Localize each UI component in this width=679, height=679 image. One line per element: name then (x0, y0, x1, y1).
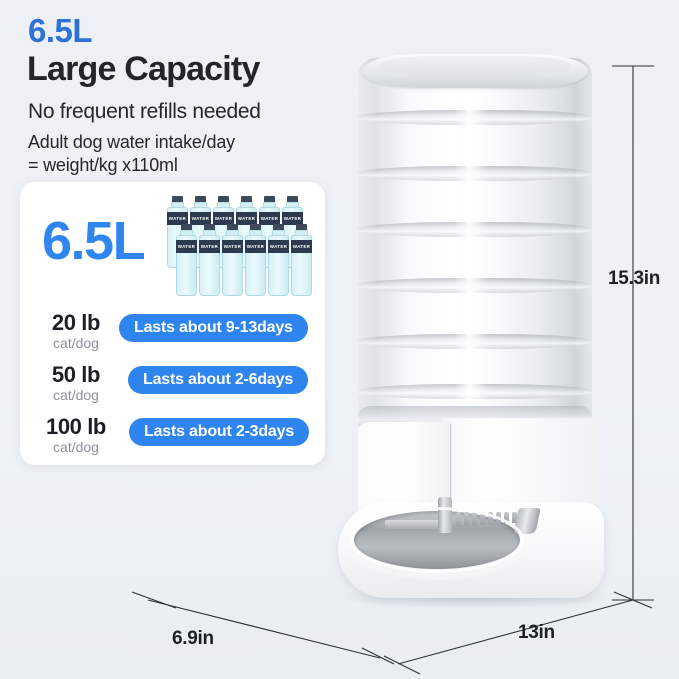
duration-badge: Lasts about 2-3days (129, 418, 310, 446)
capacity-row: 100 lb cat/dog Lasts about 2-3days (20, 414, 325, 466)
bottle-cap (287, 196, 298, 203)
bottle-label: WATER (259, 212, 280, 225)
dimension-width-label: 6.9in (172, 628, 214, 649)
bottle-label: WATER (245, 240, 266, 253)
pet-weight-label: 100 lb (46, 414, 106, 439)
bottle-label: WATER (268, 240, 289, 253)
bottle-cap (264, 196, 275, 203)
bottle-label: WATER (213, 212, 234, 225)
water-bottle-icon: WATER (222, 224, 243, 296)
tank-top-inner (380, 56, 570, 76)
water-reservoir-tank (356, 54, 594, 434)
bottle-label: WATER (291, 240, 312, 253)
bottle-label: WATER (176, 240, 197, 253)
water-bottle-icon: WATER (199, 224, 220, 296)
header-subtitle: No frequent refills needed (28, 100, 261, 123)
bottle-label: WATER (167, 212, 188, 225)
water-bottle-icon: WATER (291, 224, 312, 296)
channel-rib (504, 512, 509, 524)
bottle-label: WATER (236, 212, 257, 225)
bottle-label: WATER (222, 240, 243, 253)
header-note: Adult dog water intake/day = weight/kg x… (28, 132, 235, 176)
card-volume-value: 6.5L (42, 211, 146, 271)
bottle-cap (204, 224, 215, 231)
bowl-rim (350, 507, 524, 573)
duration-badge: Lasts about 9-13days (119, 314, 308, 342)
base-seam (450, 424, 451, 542)
pet-type-label: cat/dog (53, 439, 99, 455)
channel-rib (512, 512, 517, 523)
bottle-cap (172, 196, 183, 203)
bottle-cap (250, 224, 261, 231)
bottle-cap (241, 196, 252, 203)
bottle-cap (296, 224, 307, 231)
pet-type-label: cat/dog (53, 335, 99, 351)
capacity-row: 50 lb cat/dog Lasts about 2-6days (20, 362, 325, 414)
tank-highlight (454, 64, 488, 420)
water-bottle-icon: WATER (268, 224, 289, 296)
product-image (330, 50, 630, 620)
bottle-cap (195, 196, 206, 203)
water-bottle-icon: WATER (176, 224, 197, 296)
page-title: Large Capacity (27, 50, 260, 88)
bottle-cap (218, 196, 229, 203)
bottle-cap (227, 224, 238, 231)
bottle-label: WATER (282, 212, 303, 225)
bottle-cap (273, 224, 284, 231)
pet-type-label: cat/dog (53, 387, 99, 403)
capacity-row: 20 lb cat/dog Lasts about 9-13days (20, 310, 325, 362)
pet-weight-label: 50 lb (51, 362, 101, 387)
duration-badge: Lasts about 2-6days (128, 366, 309, 394)
dimension-height-label: 15.3in (608, 268, 661, 289)
water-bottle-icon: WATER (245, 224, 266, 296)
pet-weight-label: 20 lb (51, 310, 101, 335)
tank-top-opening (362, 54, 588, 88)
bottle-label: WATER (199, 240, 220, 253)
bottle-cap (181, 224, 192, 231)
bottle-label: WATER (190, 212, 211, 225)
header-capacity: 6.5L (28, 12, 93, 49)
dimension-depth-label: 13in (518, 622, 555, 643)
